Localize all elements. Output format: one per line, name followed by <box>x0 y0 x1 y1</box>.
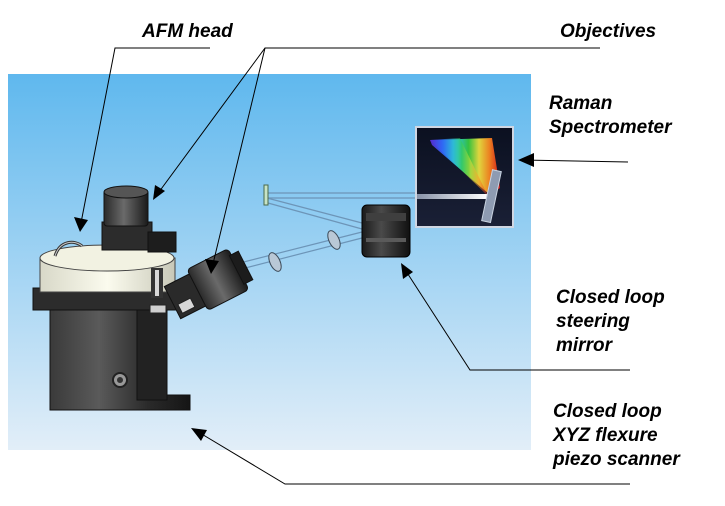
piezo-scanner-line-1: Closed loop <box>553 401 662 422</box>
piezo-scanner-line-3: piezo scanner <box>553 449 680 470</box>
objectives-leader-side <box>211 47 266 269</box>
spectrometer-icon <box>415 126 514 228</box>
objectives-label-text: Objectives <box>560 21 657 42</box>
afm-head-label-text: AFM head <box>142 21 233 42</box>
steering-mirror-label: Closed loop steering mirror <box>556 286 665 358</box>
steering-mirror-line-1: Closed loop <box>556 287 665 308</box>
steering-mirror-line-2: steering <box>556 311 630 332</box>
steering-mirror-line-3: mirror <box>556 335 612 356</box>
objectives-arrowhead-side <box>205 259 219 274</box>
raman-spectrometer-line-1: Raman <box>549 93 613 114</box>
leader-lines <box>79 47 630 485</box>
afm-head-icon <box>39 240 176 298</box>
steering-mirror-leader <box>403 267 630 371</box>
leader-arrowheads <box>74 153 534 441</box>
scanner-arrowhead <box>191 428 207 441</box>
spectrometer-leader <box>521 159 629 163</box>
raman-spectrometer-line-2: Spectrometer <box>549 117 672 138</box>
objectives-label: Objectives <box>560 20 656 44</box>
afm-head-leader <box>79 47 210 229</box>
afm-head-arrowhead <box>74 217 88 232</box>
objective-lens-icon <box>163 249 254 320</box>
beam-lenses <box>263 184 341 272</box>
spectrometer-arrowhead <box>518 153 534 167</box>
raman-spectrometer-label: Raman Spectrometer <box>549 92 672 140</box>
piezo-scanner-label: Closed loop XYZ flexure piezo scanner <box>553 400 680 472</box>
objective-lens-icon <box>101 185 177 253</box>
scanner-leader <box>194 429 630 485</box>
piezo-scanner-line-2: XYZ flexure <box>553 425 658 446</box>
objectives-arrowhead-top <box>153 185 165 200</box>
afm-head-label: AFM head <box>142 20 233 44</box>
steering-mirror-arrowhead <box>401 263 413 279</box>
steering-mirror-icon <box>361 204 411 258</box>
